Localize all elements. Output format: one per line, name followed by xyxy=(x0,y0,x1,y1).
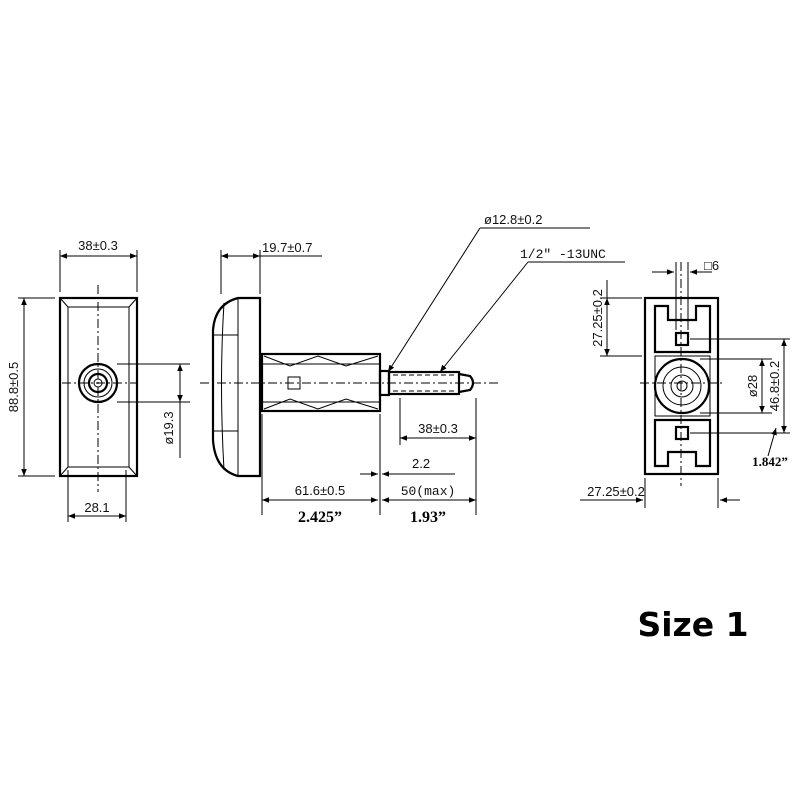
rear-height-inch: 1.842” xyxy=(752,454,788,469)
side-cap xyxy=(211,296,262,478)
side-thread-spec: 1/2" -13UNC xyxy=(520,247,606,262)
rear-height-dim: 46.8±0.2 xyxy=(767,361,782,412)
side-view: 19.7±0.7 ø12.8±0.2 1/2" -13UNC 38±0.3 2.… xyxy=(200,212,625,526)
rear-upper-square xyxy=(674,331,690,347)
side-gap-dim: 2.2 xyxy=(412,456,430,471)
rear-upper-dim: 27.25±0.2 xyxy=(590,289,605,347)
front-hole-dim: ø19.3 xyxy=(161,411,176,444)
rear-view: □6 27.25±0.2 ø28 46.8±0.2 1.842” 27.25±0… xyxy=(580,258,790,508)
rear-upper-slot xyxy=(653,304,712,354)
side-body-len-inch: 2.425” xyxy=(298,509,342,526)
rear-boss-dim: ø28 xyxy=(745,375,760,397)
front-width-dim: 38±0.3 xyxy=(78,238,118,253)
side-cap-dim: 19.7±0.7 xyxy=(262,240,313,255)
side-thread-dia-dim: ø12.8±0.2 xyxy=(484,212,542,227)
size-caption: Size 1 xyxy=(637,605,748,644)
side-thread xyxy=(387,370,461,396)
side-tip xyxy=(458,372,475,394)
rear-boss-outer xyxy=(653,357,711,415)
front-bottom-dim: 28.1 xyxy=(84,500,109,515)
rear-lower-slot xyxy=(653,418,712,468)
side-max-len-inch: 1.93” xyxy=(410,509,446,526)
rear-lower-square xyxy=(674,425,690,441)
rear-square-dim: □6 xyxy=(704,258,719,273)
side-body-len-dim: 61.6±0.5 xyxy=(295,483,346,498)
front-hole-outer xyxy=(77,362,119,404)
side-max-len-dim: 50(max) xyxy=(401,484,456,499)
rear-bottom-dim: 27.25±0.2 xyxy=(587,484,645,499)
side-thread-len-dim: 38±0.3 xyxy=(418,421,458,436)
front-view: 38±0.3 88.8±0.5 ø19.3 28.1 xyxy=(6,238,190,522)
side-square-hole xyxy=(287,376,301,390)
front-height-dim: 88.8±0.5 xyxy=(6,362,21,413)
